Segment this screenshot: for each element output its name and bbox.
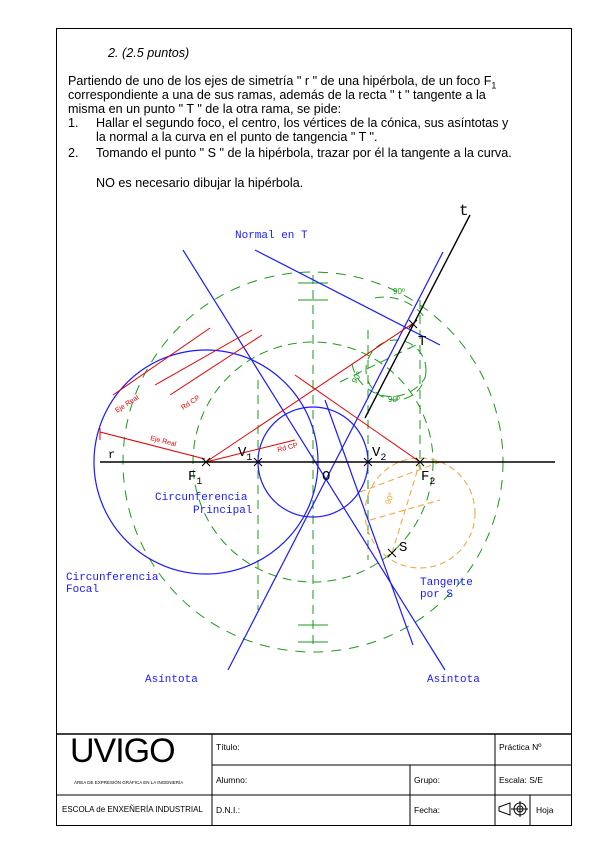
tangent-t-line bbox=[364, 214, 471, 419]
red-dim-eje bbox=[99, 431, 206, 460]
orange-circle bbox=[364, 457, 476, 569]
label-circ-focal-2: Focal bbox=[66, 584, 99, 596]
red-dim-c bbox=[169, 334, 263, 396]
orange-construction-group bbox=[359, 457, 476, 569]
label-S: S bbox=[399, 540, 407, 556]
hoja-label: Hoja bbox=[536, 805, 554, 815]
problem-intro-line2: correspondiente a una de sus ramas, adem… bbox=[68, 88, 486, 102]
uvigo-logo: UVIGO bbox=[70, 732, 176, 770]
label-O: O bbox=[322, 469, 330, 485]
green-solid-group bbox=[298, 282, 328, 643]
asymptote-right-line bbox=[182, 249, 446, 671]
problem-intro-line1: Partiendo de uno de los ejes de simetría… bbox=[68, 74, 497, 91]
item1-line1: Hallar el segundo foco, el centro, los v… bbox=[96, 116, 509, 130]
red-rd-cp-lower bbox=[205, 439, 296, 463]
label-r: r bbox=[108, 448, 115, 462]
normal-line bbox=[254, 249, 441, 346]
label-F2: F2 bbox=[421, 469, 435, 488]
alumno-label: Alumno: bbox=[216, 775, 248, 785]
label-T: T bbox=[418, 334, 426, 350]
titulo-label: Título: bbox=[216, 742, 240, 752]
black-group bbox=[100, 214, 555, 463]
green-arc-top bbox=[374, 296, 426, 319]
label-circ-principal-2: Principal bbox=[193, 505, 252, 517]
problem-intro-line3: misma en un punto " T " de la otra rama,… bbox=[68, 102, 342, 116]
label-V1: V1 bbox=[238, 445, 252, 464]
drawing-sheet-border bbox=[56, 28, 572, 826]
label-asintota-right: Asíntota bbox=[427, 674, 480, 686]
tangent-through-s-line bbox=[324, 399, 414, 646]
points-group bbox=[201, 319, 425, 558]
label-90-mid: 90º bbox=[388, 395, 400, 404]
problem-note: NO es necesario dibujar la hipérbola. bbox=[96, 176, 304, 190]
label-V2: V2 bbox=[372, 445, 386, 464]
practica-label: Práctica Nº bbox=[499, 742, 542, 752]
blue-group bbox=[93, 249, 446, 671]
label-eje-real-2: Eje Real bbox=[150, 435, 178, 448]
red-f2-line bbox=[294, 374, 421, 463]
label-circ-focal-1: Circunferencia bbox=[66, 572, 159, 584]
orange-line-3 bbox=[369, 499, 441, 521]
label-90-s: 90º bbox=[383, 491, 396, 505]
orange-line-2 bbox=[391, 461, 421, 554]
green-arc-mid bbox=[351, 363, 426, 397]
label-eje-real-1: Eje Real bbox=[114, 394, 140, 415]
label-rd-cp-1: Rd CP bbox=[180, 394, 201, 411]
area-label: ÁREA DE EXPRESIÓN GRÁFICA EN LA INGENIER… bbox=[74, 780, 184, 785]
escala-label: Escala: S/E bbox=[499, 775, 543, 785]
dni-label: D.N.I.: bbox=[216, 805, 241, 815]
projection-symbol-icon bbox=[498, 801, 528, 817]
label-t: t bbox=[459, 202, 469, 220]
orange-line-1 bbox=[359, 461, 441, 493]
title-block-frame bbox=[56, 733, 572, 826]
red-dim-a bbox=[112, 327, 211, 396]
fecha-label: Fecha: bbox=[414, 805, 440, 815]
label-circ-principal-1: Circunferencia bbox=[155, 492, 248, 504]
item1-number: 1. bbox=[68, 116, 79, 130]
problem-heading: 2. (2.5 puntos) bbox=[108, 46, 190, 60]
item1-line2: la normal a la curva en el punto de tang… bbox=[96, 130, 378, 144]
label-tangente-por-s-1: Tangente bbox=[420, 577, 473, 589]
grupo-label: Grupo: bbox=[414, 775, 440, 785]
red-f1-t bbox=[205, 321, 416, 463]
green-small-circle bbox=[365, 339, 427, 401]
red-dim-b bbox=[154, 329, 253, 386]
label-rd-cp-2: Rd CP bbox=[277, 442, 299, 454]
label-90-top: 90º bbox=[393, 287, 405, 296]
label-normal-en-t: Normal en T bbox=[235, 230, 308, 242]
asymptote-left-line bbox=[227, 251, 444, 671]
item2-number: 2. bbox=[68, 146, 79, 160]
school-label: ESCOLA de ENXEÑERÍA INDUSTRIAL bbox=[62, 805, 203, 814]
label-F1: F1 bbox=[188, 469, 202, 488]
label-asintota-left: Asíntota bbox=[145, 674, 198, 686]
item2-line1: Tomando el punto " S " de la hipérbola, … bbox=[96, 146, 512, 160]
label-tangente-por-s-2: por S bbox=[420, 589, 453, 601]
